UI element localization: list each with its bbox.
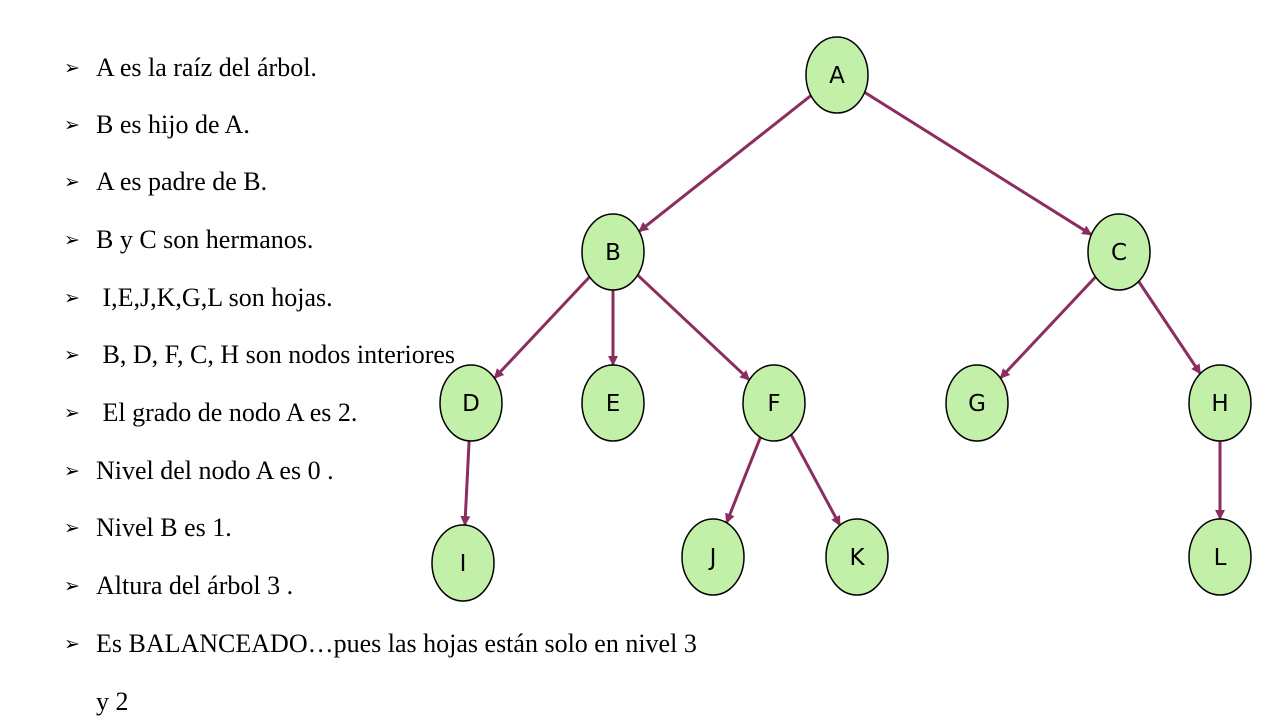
tree-edge-b-f <box>636 273 751 382</box>
arrowhead-bullet-icon: ➢ <box>64 287 80 309</box>
tree-node-label: A <box>829 63 845 89</box>
tree-node-a: A <box>805 36 869 114</box>
bullet-text: A es padre de B. <box>96 167 268 196</box>
tree-edge-f-k <box>789 433 842 527</box>
arrowhead-bullet-icon: ➢ <box>64 229 80 251</box>
tree-node-label: L <box>1214 545 1227 571</box>
tree-node-circle <box>1087 213 1151 291</box>
tree-node-label: D <box>462 391 480 417</box>
arrowhead-bullet-icon: ➢ <box>64 57 80 79</box>
bullet-item: ➢ Es BALANCEADO…pues las hojas están solo… <box>64 629 697 659</box>
bullet-item: ➢ Nivel del nodo A es 0 . <box>64 456 334 486</box>
tree-node-circle <box>581 364 645 442</box>
bullet-text: B, D, F, C, H son nodos interiores <box>96 340 456 369</box>
tree-edge-d-i <box>460 440 471 527</box>
tree-node-c: C <box>1087 213 1151 291</box>
bullet-text: Es BALANCEADO…pues las hojas están solo … <box>96 629 697 658</box>
bullet-text: A es la raíz del árbol. <box>96 53 317 82</box>
bullet-continuation: y 2 <box>96 687 129 716</box>
tree-edge-c-h <box>1137 280 1202 375</box>
bullet-text: Nivel del nodo A es 0 . <box>96 456 334 485</box>
tree-node-circle <box>1188 518 1252 596</box>
bullet-text: I,E,J,K,G,L son hojas. <box>96 283 333 312</box>
bullet-item: ➢ I,E,J,K,G,L son hojas. <box>64 283 333 313</box>
tree-edge-f-j <box>725 436 762 524</box>
tree-edge-a-b <box>638 94 812 233</box>
tree-node-circle <box>681 518 745 596</box>
tree-node-label: B <box>605 240 621 266</box>
tree-node-h: H <box>1188 364 1252 442</box>
tree-node-b: B <box>581 213 645 291</box>
bullet-text: Nivel B es 1. <box>96 513 232 542</box>
tree-node-label: E <box>606 391 621 417</box>
arrowhead-bullet-icon: ➢ <box>64 171 80 193</box>
tree-node-g: G <box>945 364 1009 442</box>
tree-node-circle <box>945 364 1009 442</box>
bullet-text: Altura del árbol 3 . <box>96 571 294 600</box>
tree-node-label: G <box>968 391 986 417</box>
tree-node-circle <box>742 364 806 442</box>
tree-edge-c-g <box>999 275 1097 380</box>
tree-node-circle <box>431 524 495 602</box>
tree-node-j: J <box>681 518 745 596</box>
arrowhead-bullet-icon: ➢ <box>64 517 80 539</box>
bullet-item: ➢ A es padre de B. <box>64 167 267 197</box>
tree-node-circle <box>805 36 869 114</box>
bullet-item: ➢ El grado de nodo A es 2. <box>64 398 357 428</box>
arrowhead-bullet-icon: ➢ <box>64 344 80 366</box>
tree-node-label: K <box>849 545 865 571</box>
bullet-item: ➢ B, D, F, C, H son nodos interiores <box>64 340 455 370</box>
tree-node-label: C <box>1111 240 1127 266</box>
bullet-text: B es hijo de A. <box>96 110 250 139</box>
tree-node-d: D <box>439 364 503 442</box>
bullet-item: ➢ A es la raíz del árbol. <box>64 53 317 83</box>
tree-node-i: I <box>431 524 495 602</box>
bullet-item: ➢ Altura del árbol 3 . <box>64 571 293 601</box>
tree-node-label: J <box>708 545 717 571</box>
arrowhead-bullet-icon: ➢ <box>64 402 80 424</box>
arrowhead-bullet-icon: ➢ <box>64 575 80 597</box>
bullet-item: ➢ B es hijo de A. <box>64 110 250 140</box>
arrowhead-bullet-icon: ➢ <box>64 460 80 482</box>
tree-edges <box>460 91 1225 527</box>
tree-edge-a-c <box>863 91 1093 236</box>
tree-node-circle <box>581 213 645 291</box>
tree-node-label: H <box>1211 391 1228 417</box>
tree-node-label: I <box>460 551 467 577</box>
tree-node-l: L <box>1188 518 1252 596</box>
bullet-item: ➢ Nivel B es 1. <box>64 513 232 543</box>
bullet-item: ➢ B y C son hermanos. <box>64 225 313 255</box>
tree-node-circle <box>439 364 503 442</box>
arrowhead-bullet-icon: ➢ <box>64 114 80 136</box>
tree-node-k: K <box>825 518 889 596</box>
tree-nodes: A B C D E F G H I J K L <box>431 36 1252 602</box>
tree-node-circle <box>825 518 889 596</box>
tree-node-e: E <box>581 364 645 442</box>
bullet-text: El grado de nodo A es 2. <box>96 398 358 427</box>
tree-node-circle <box>1188 364 1252 442</box>
bullet-text: B y C son hermanos. <box>96 225 314 254</box>
arrowhead-bullet-icon: ➢ <box>64 633 80 655</box>
tree-edge-b-d <box>493 275 591 380</box>
tree-node-f: F <box>742 364 806 442</box>
tree-node-label: F <box>767 391 780 417</box>
